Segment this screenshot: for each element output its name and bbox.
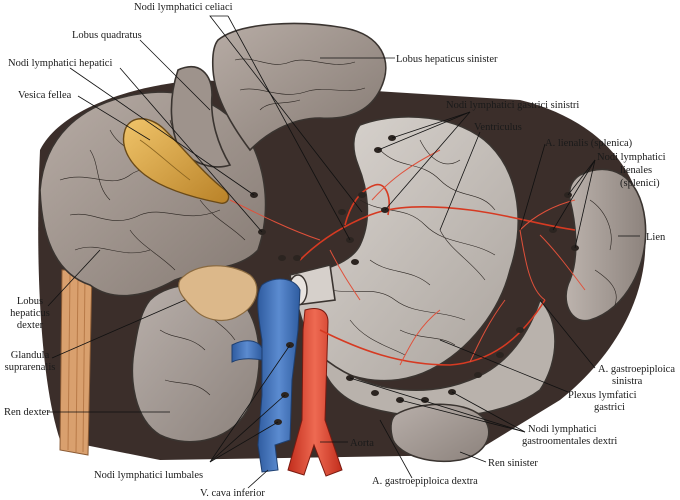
- leader-lines: [47, 15, 640, 489]
- label-glandula-1: Glandula: [11, 350, 50, 361]
- label-vesica-fellea: Vesica fellea: [18, 90, 72, 101]
- label-lobus-quadratus: Lobus quadratus: [72, 30, 142, 41]
- label-nodi-gastroomentales-2: gastroomentales dextri: [522, 436, 617, 447]
- adrenal-gland: [178, 265, 258, 322]
- label-a-gastroepiploica-sin-1: A. gastroepiploica: [598, 364, 675, 375]
- label-v-cava-inferior: V. cava inferior: [200, 488, 265, 499]
- label-nodi-gastroomentales-1: Nodi lymphatici: [528, 424, 597, 435]
- label-nodi-celiaci: Nodi lymphatici celiaci: [134, 2, 233, 13]
- liver-left-lobe: [170, 22, 387, 168]
- label-a-gastroepiploica-sin-2: sinistra: [612, 376, 643, 387]
- label-nodi-lumbales: Nodi lymphatici lumbales: [94, 470, 203, 481]
- spleen: [565, 168, 647, 322]
- label-lobus-dexter-3: dexter: [17, 320, 44, 331]
- label-nodi-lienales-3: (splenici): [620, 178, 660, 189]
- diaphragm-muscle: [59, 269, 93, 456]
- inferior-vena-cava: [231, 278, 301, 473]
- label-lobus-dexter-2: hepaticus: [10, 308, 50, 319]
- label-nodi-lienales-1: Nodi lymphatici: [597, 152, 666, 163]
- left-kidney: [390, 403, 490, 463]
- label-aorta: Aorta: [350, 438, 374, 449]
- aorta: [287, 308, 343, 477]
- label-lobus-dexter-1: Lobus: [17, 296, 43, 307]
- label-plexus-1: Plexus lymfatici: [568, 390, 637, 401]
- label-nodi-gastrici-sinistri: Nodi lymphatici gastrici sinistri: [446, 100, 579, 111]
- label-lobus-hepaticus-sinister: Lobus hepaticus sinister: [396, 54, 498, 65]
- label-ren-dexter: Ren dexter: [4, 407, 50, 418]
- labels: Nodi lymphatici celiaci Lobus quadratus …: [4, 2, 675, 499]
- label-nodi-lienales-2: lienales: [620, 165, 652, 176]
- arteries: [229, 149, 586, 366]
- label-lien: Lien: [646, 232, 666, 243]
- greater-omentum-fold: [319, 298, 556, 418]
- label-nodi-hepatici: Nodi lymphatici hepatici: [8, 58, 112, 69]
- label-ren-sinister: Ren sinister: [488, 458, 538, 469]
- label-a-gastroepiploica-dextra: A. gastroepiploica dextra: [372, 476, 478, 487]
- label-plexus-2: gastrici: [594, 402, 625, 413]
- label-ventriculus: Ventriculus: [474, 122, 522, 133]
- label-a-lienalis: A. lienalis (splenica): [545, 138, 633, 149]
- label-glandula-2: suprarenalis: [5, 362, 56, 373]
